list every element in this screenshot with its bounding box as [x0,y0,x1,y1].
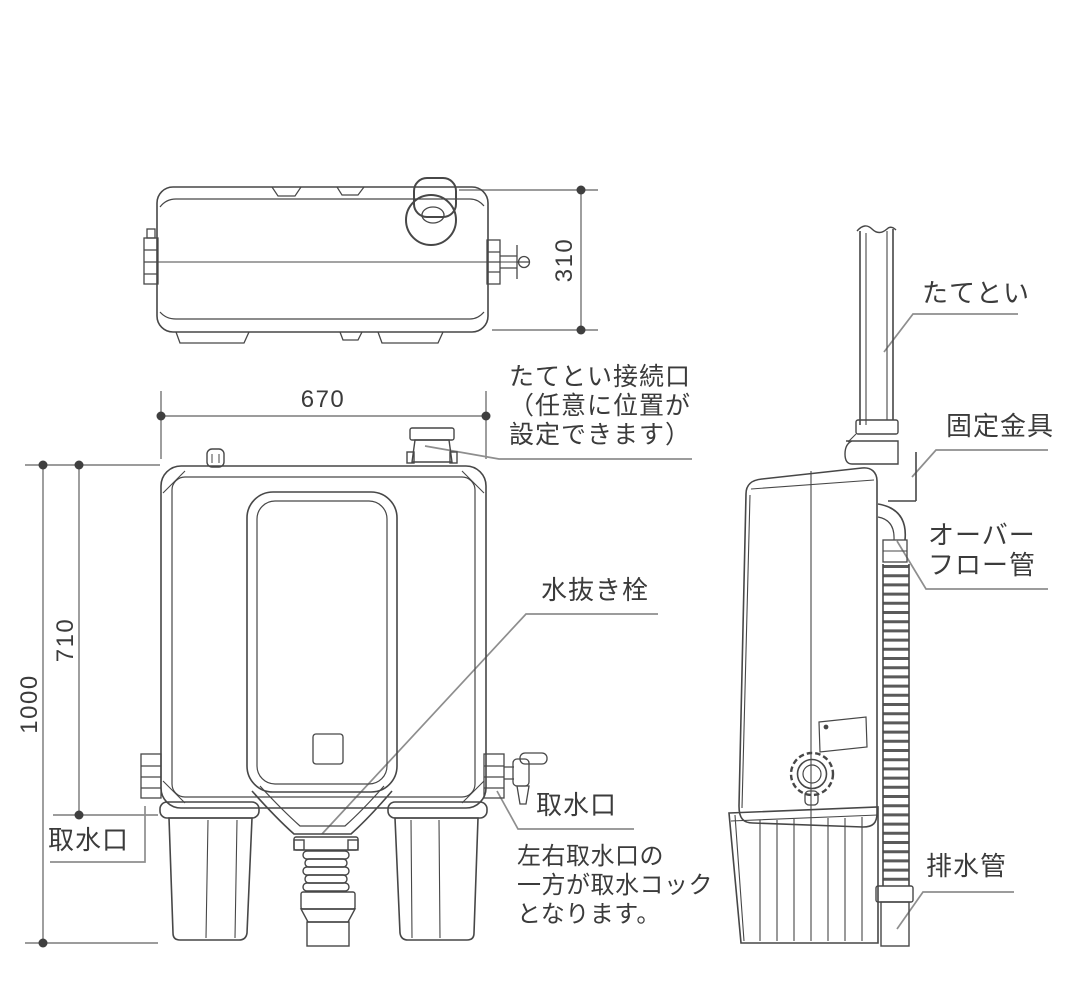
dim-total-height: 1000 [16,674,43,734]
dimension-dots [38,185,586,948]
top-view [143,177,531,344]
label-drain-pipe: 排水管 [926,851,1008,881]
top-view-port [405,177,457,246]
front-view [140,427,548,947]
label-overflow-line1: オーバー [928,520,1036,550]
dim-width: 670 [300,386,346,413]
note-intake: 左右取水口の 一方が取水コック となります。 [517,842,713,929]
side-view-legs [728,806,879,944]
label-overflow-pipe: オーバー フロー管 [928,520,1036,580]
label-downspout-connection-line1: たてとい接続口 [508,363,691,391]
side-view [728,225,917,947]
label-intake-right: 取水口 [536,790,618,820]
dim-depth: 310 [551,237,578,283]
side-view-plate [818,716,868,753]
top-view-tap [486,239,531,285]
label-downspout-connection: たてとい接続口 （任意に位置が 設定できます） [500,363,700,450]
label-intake-left: 取水口 [48,825,130,855]
front-view-intake-right-tap [483,752,548,805]
front-view-top-connection [206,427,458,468]
label-overflow-line2: フロー管 [928,550,1037,580]
side-view-drain-pipe [875,885,914,947]
front-view-legs [159,801,488,941]
dim-intake-height: 710 [52,617,79,663]
label-downspout-connection-line2: （任意に位置が [508,392,691,420]
front-view-intake-left [140,753,162,799]
front-view-drain [293,836,359,947]
note-intake-line2: 一方が取水コック [517,872,713,899]
side-view-tap [789,751,835,806]
label-fixing-bracket: 固定金具 [946,411,1055,441]
side-view-overflow [877,503,910,886]
note-intake-line1: 左右取水口の [517,843,664,870]
side-view-bracket [888,452,917,502]
side-view-downspout [844,225,899,465]
label-drain-plug: 水抜き栓 [541,575,650,605]
note-intake-line3: となります。 [517,901,661,928]
label-downspout: たてとい [922,278,1031,308]
top-view-left-fitting [143,228,159,285]
label-downspout-connection-line3: 設定できます） [508,421,691,449]
